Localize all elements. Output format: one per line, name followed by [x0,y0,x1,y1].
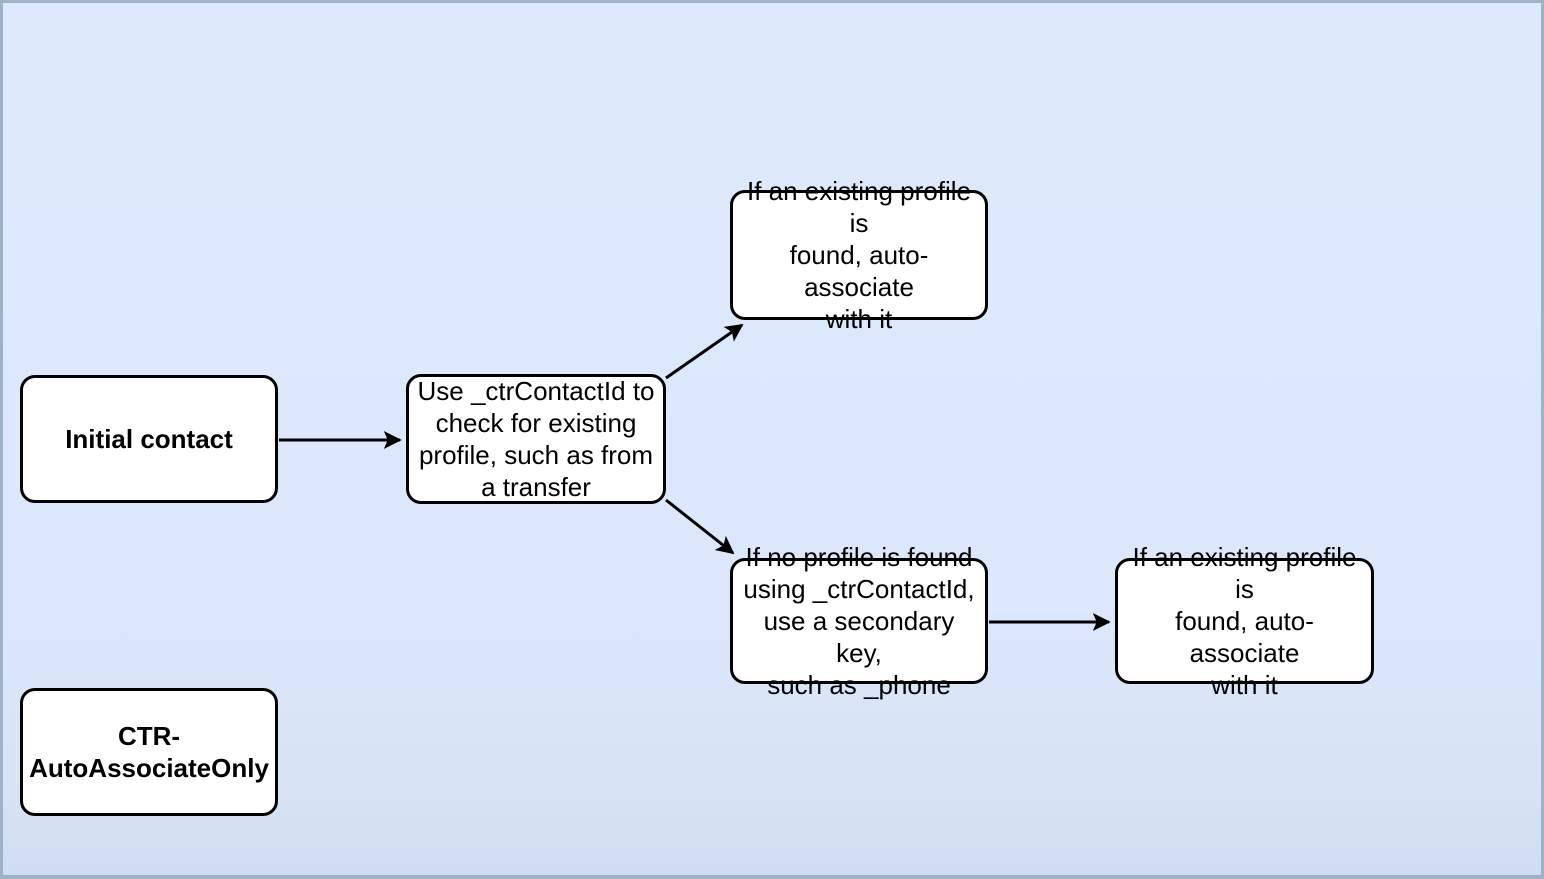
node-ctr-autoassociateonly-label: CTR- AutoAssociateOnly [29,721,269,783]
node-auto-associate-top[interactable]: If an existing profile is found, auto-as… [730,176,988,334]
node-secondary-key[interactable]: If no profile is found using _ctrContact… [730,542,988,700]
node-ctr-autoassociateonly[interactable]: CTR- AutoAssociateOnly [20,688,278,816]
node-use-ctrcontactid-label: Use _ctrContactId to check for existing … [417,376,655,502]
node-auto-associate-top-label: If an existing profile is found, auto-as… [746,176,971,334]
node-initial-contact-label: Initial contact [65,424,233,454]
node-initial-contact[interactable]: Initial contact [20,375,278,503]
edge-use-to-secondary [665,498,735,555]
edge-use-to-top [665,323,744,380]
node-auto-associate-bottom[interactable]: If an existing profile is found, auto-as… [1115,542,1374,700]
node-auto-associate-bottom-label: If an existing profile is found, auto-as… [1132,542,1357,700]
node-use-ctrcontactid[interactable]: Use _ctrContactId to check for existing … [406,374,666,504]
node-secondary-key-label: If no profile is found using _ctrContact… [743,542,975,700]
